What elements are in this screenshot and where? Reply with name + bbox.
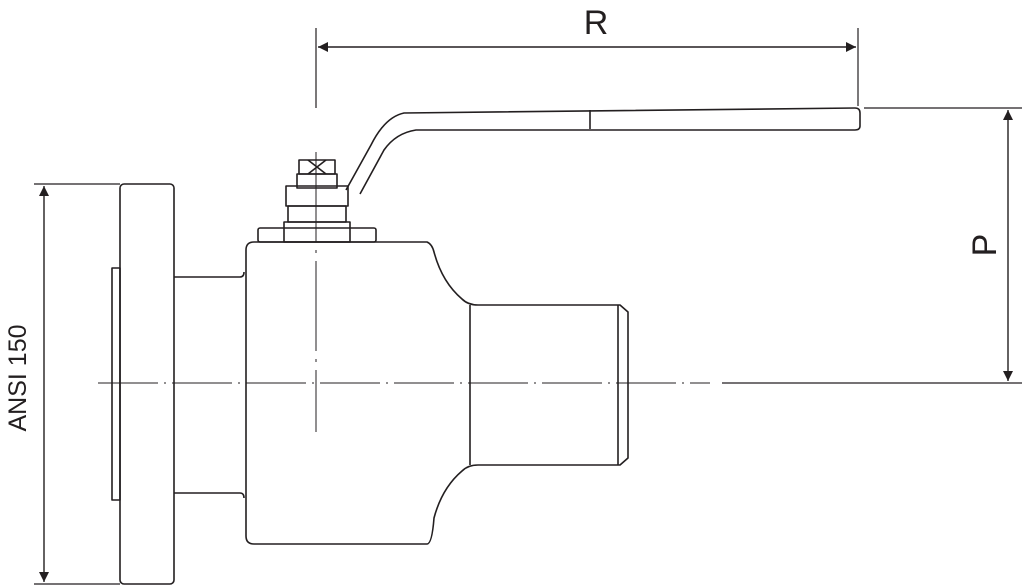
dimension-r [315, 28, 859, 108]
valve-body [245, 241, 629, 545]
flange-neck [174, 271, 245, 499]
handle-lever [345, 107, 861, 195]
dimension-flange [34, 183, 120, 585]
p-label: P [966, 234, 1004, 257]
ansi-150-label: ANSI 150 [4, 324, 32, 431]
r-label: R [584, 4, 609, 42]
centre-lines [98, 152, 710, 432]
dimension-p [722, 107, 1022, 384]
stem-assembly [257, 159, 377, 243]
flange [111, 183, 175, 585]
